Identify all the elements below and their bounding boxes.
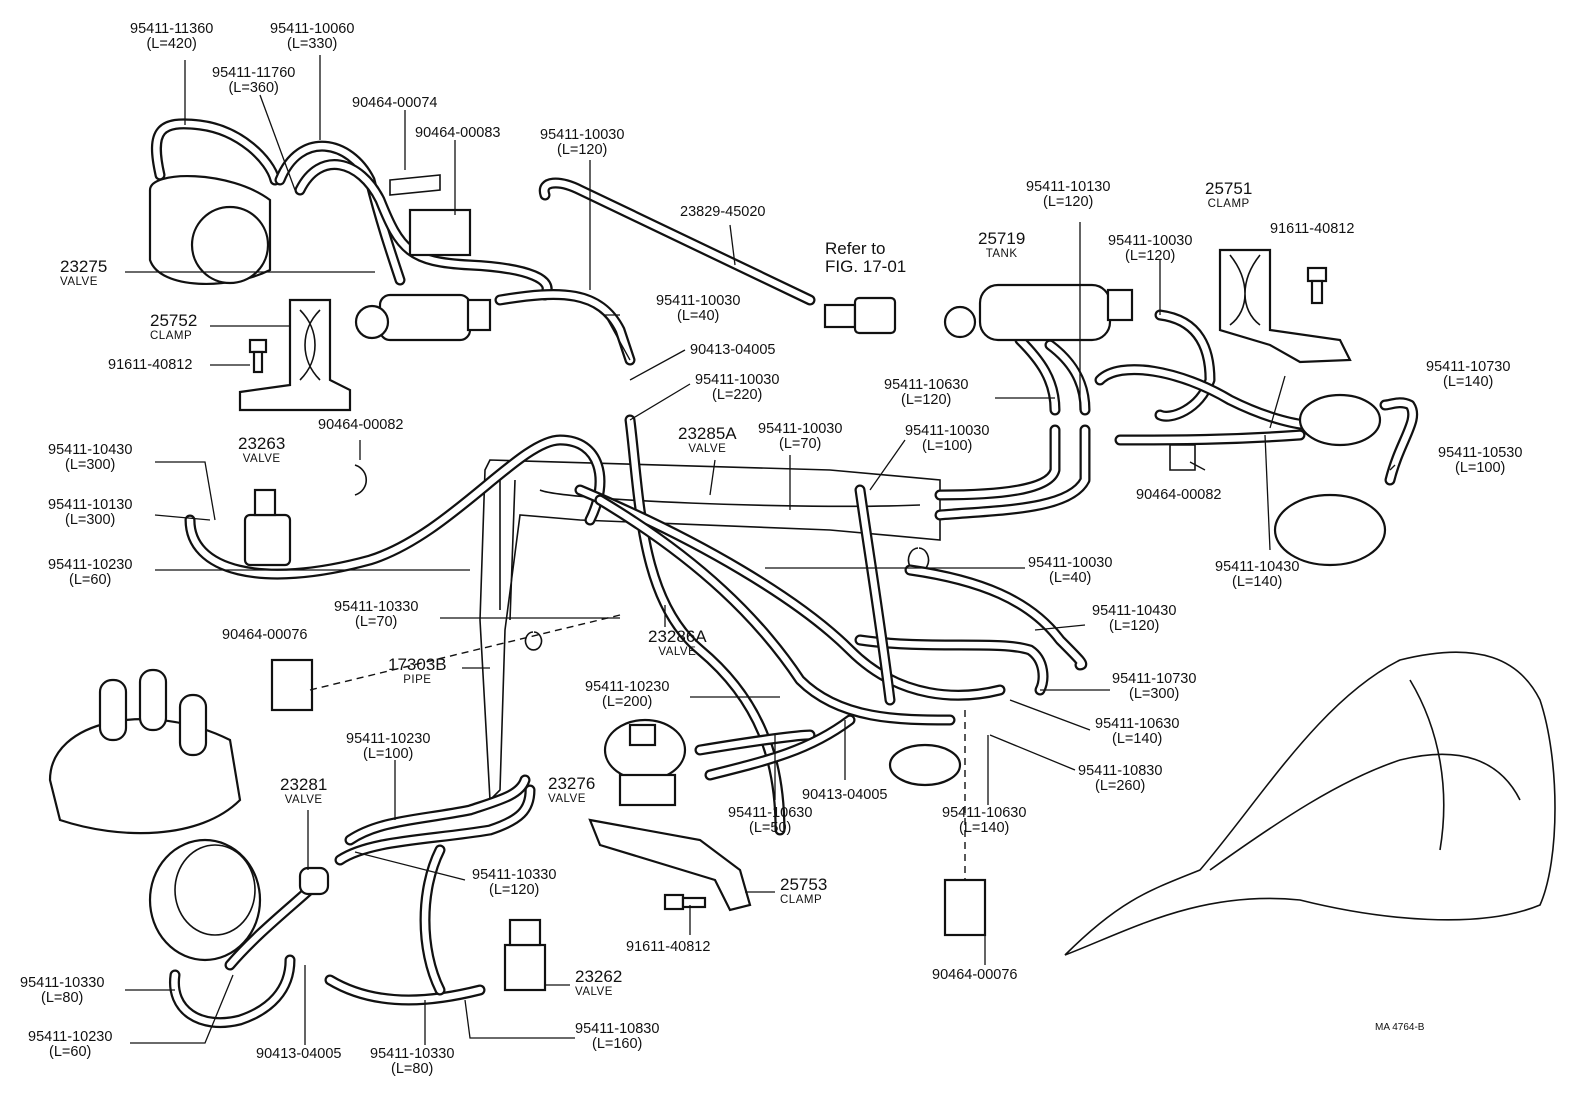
part-label: 95411-10030(L=120) [540, 127, 625, 159]
part-label: 95411-10130(L=300) [48, 497, 133, 529]
part-label: 95411-10130(L=120) [1026, 179, 1111, 211]
clamp-25753-shape [588, 818, 752, 912]
bolt-91611-upper-right [1306, 266, 1328, 305]
part-label: 95411-10630(L=120) [884, 377, 969, 409]
part-label: 95411-10430(L=300) [48, 442, 133, 474]
clamp-25752-shape [238, 298, 352, 412]
part-label: 91611-40812 [108, 357, 193, 373]
part-label: 90464-00082 [318, 417, 404, 433]
part-label: 95411-10430(L=140) [1215, 559, 1300, 591]
part-label: 95411-10330(L=70) [334, 599, 419, 631]
diagram-code: MA 4764-B [1375, 1022, 1425, 1033]
part-label: 95411-10230(L=60) [48, 557, 133, 589]
vacuum-advance-shape [148, 838, 262, 962]
part-label: 95411-10330(L=80) [20, 975, 105, 1007]
part-label: 90464-00082 [1136, 487, 1222, 503]
part-label: 95411-10030(L=40) [1028, 555, 1113, 587]
tank-25719-shape [943, 283, 1134, 342]
part-label: 95411-10230(L=100) [346, 731, 431, 763]
part-label: 95411-10030(L=40) [656, 293, 741, 325]
part-label: 95411-11760(L=360) [212, 65, 296, 97]
part-label: 90413-04005 [690, 342, 776, 358]
connector-23829-shape [823, 296, 897, 335]
valve-23281-shape [298, 866, 330, 896]
part-label: 95411-10030(L=100) [905, 423, 990, 455]
part-label: 95411-10630(L=140) [1095, 716, 1180, 748]
part-label: 90464-00074 [352, 95, 438, 111]
part-label: 95411-10230(L=200) [585, 679, 670, 711]
part-label: 95411-11360(L=420) [130, 21, 214, 53]
part-label: 91611-40812 [1270, 221, 1355, 237]
part-label: 95411-10030(L=220) [695, 372, 780, 404]
engine-block-detail [1209, 753, 1521, 871]
part-label: 95411-10430(L=120) [1092, 603, 1177, 635]
part-label: 95411-10630(L=140) [942, 805, 1027, 837]
part-label: 95411-10330(L=120) [472, 867, 557, 899]
part-label: 95411-10730(L=300) [1112, 671, 1197, 703]
clamp-25751-shape [1218, 248, 1352, 364]
dashed-ref-17303B [309, 614, 621, 691]
distributor-cap-shape [48, 668, 242, 835]
part-label: 90464-00076 [932, 967, 1018, 983]
valve-23276-shape [603, 718, 687, 807]
bolt-91611-upper-left [248, 338, 268, 374]
engine-block-outline [1064, 651, 1556, 956]
valve-23262-shape [503, 918, 547, 992]
valve-23263-shape [243, 488, 292, 567]
refer-to-fig-note: Refer to FIG. 17-01 [825, 239, 907, 276]
part-label: 90464-00076 [222, 627, 308, 643]
part-label: 23829-45020 [680, 204, 766, 220]
manifold-frame [479, 459, 941, 802]
leader-lines [125, 55, 1396, 1045]
part-label: 95411-10030(L=120) [1108, 233, 1193, 265]
part-label: 95411-10530(L=100) [1438, 445, 1523, 477]
part-label: 95411-10030(L=70) [758, 421, 843, 453]
part-label: 90413-04005 [802, 787, 888, 803]
valve-23275-shape [354, 293, 492, 342]
bolt-91611-lower [663, 893, 707, 911]
part-label: 95411-10830(L=160) [575, 1021, 660, 1053]
manifold-bolt [524, 631, 543, 651]
clips-group [270, 174, 1196, 937]
part-label: 95411-10330(L=80) [370, 1046, 455, 1078]
right-diaphragm-shape [1273, 393, 1387, 567]
part-label: 95411-10630(L=50) [728, 805, 813, 837]
part-label: 95411-10730(L=140) [1426, 359, 1511, 391]
hose-group [150, 118, 1419, 1029]
engine-block-detail [1409, 679, 1445, 851]
part-label: 90464-00083 [415, 125, 501, 141]
part-label: 91611-40812 [626, 939, 711, 955]
part-label: 95411-10830(L=260) [1078, 763, 1163, 795]
reservoir-shape [148, 174, 272, 286]
part-label: 90413-04005 [256, 1046, 342, 1062]
part-label: 95411-10230(L=60) [28, 1029, 113, 1061]
part-label: 95411-10060(L=330) [270, 21, 355, 53]
